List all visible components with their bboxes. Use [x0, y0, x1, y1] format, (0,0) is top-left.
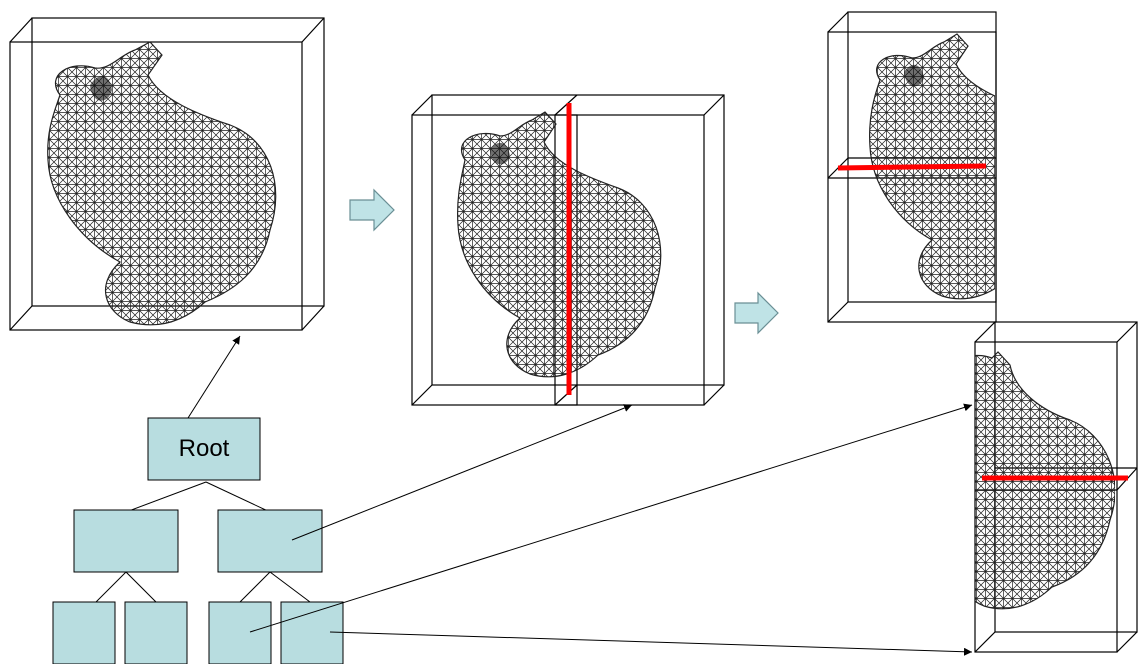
process-arrow-icon	[349, 188, 395, 232]
tree-edges	[95, 481, 311, 603]
split-plane-icon	[837, 163, 987, 171]
arrow-root-to-box	[187, 335, 241, 419]
arrow-right-left-to-top-box	[249, 403, 973, 633]
process-arrow-icon	[734, 291, 779, 335]
bunny-mesh-icon	[457, 111, 662, 378]
arrow-right-right-to-bottom-box	[329, 631, 973, 656]
tree-node-right[interactable]	[217, 509, 323, 573]
tree-node-right-left[interactable]	[208, 601, 272, 664]
arrow-right-node-to-split-box	[291, 404, 633, 541]
bunny-mesh-icon	[47, 41, 277, 326]
tree-node-root[interactable]: Root	[147, 417, 261, 481]
tree-node-right-right[interactable]	[280, 601, 344, 664]
tree-node-left-left[interactable]	[52, 601, 116, 664]
tree-node-root-label: Root	[179, 435, 230, 462]
tree-node-left-right[interactable]	[124, 601, 188, 664]
connector-arrows	[187, 335, 973, 656]
tree-node-left[interactable]	[73, 509, 179, 573]
